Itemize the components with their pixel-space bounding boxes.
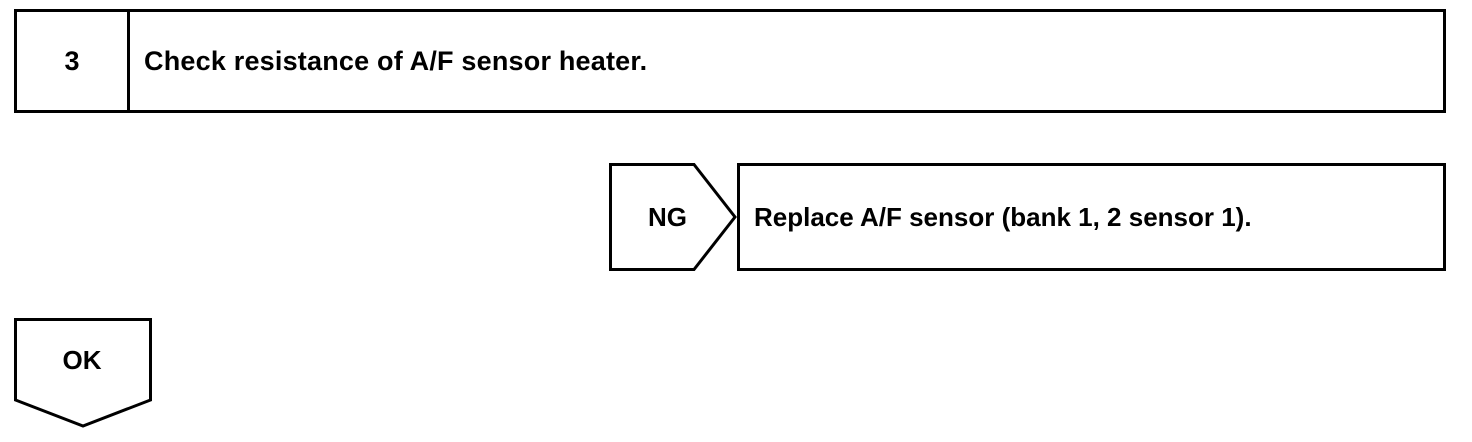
step-box: 3 Check resistance of A/F sensor heater. [14, 9, 1446, 113]
ng-label: NG [648, 201, 687, 232]
step-instruction: Check resistance of A/F sensor heater. [144, 45, 648, 76]
step-number: 3 [17, 12, 130, 110]
ng-arrow-shape [609, 163, 737, 271]
ok-arrow-shape [14, 318, 152, 428]
ng-action-box: Replace A/F sensor (bank 1, 2 sensor 1). [737, 163, 1446, 271]
ok-label: OK [62, 344, 102, 375]
